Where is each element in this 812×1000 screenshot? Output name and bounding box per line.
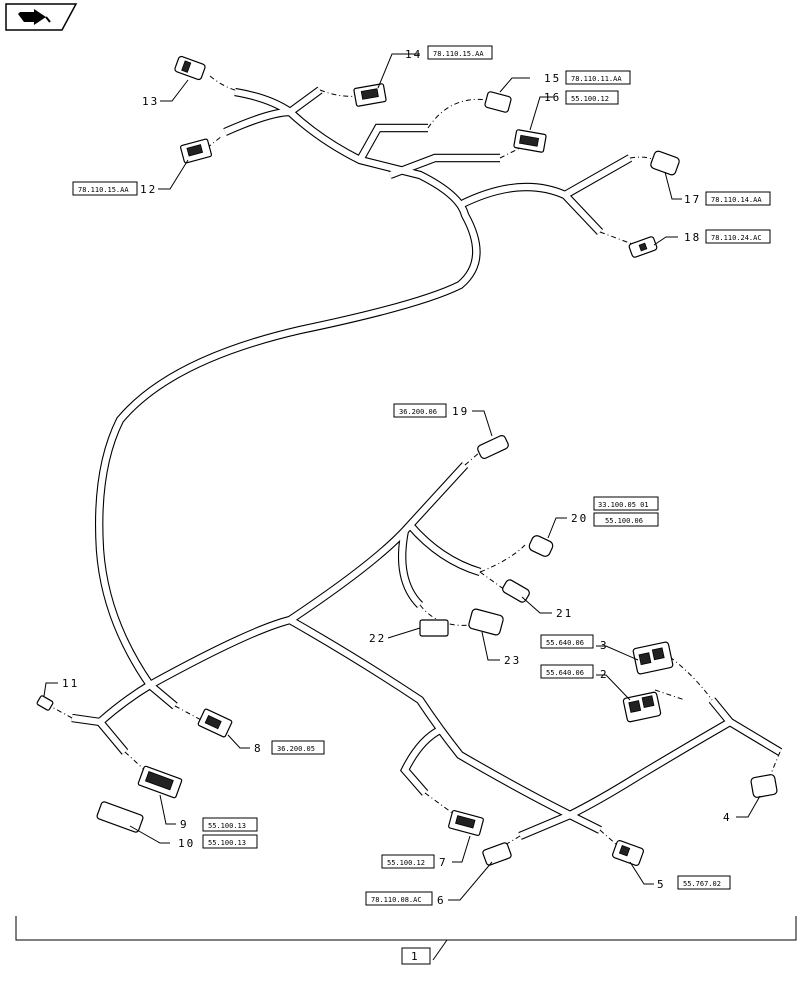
reference-label: 55.100.06 xyxy=(605,517,643,525)
callout-number: 7 xyxy=(439,856,448,869)
connector-14 xyxy=(353,83,387,107)
callout-number: 11 xyxy=(62,677,79,690)
connector-17 xyxy=(650,150,680,176)
callout-number: 22 xyxy=(369,632,386,645)
connector-13 xyxy=(174,55,206,81)
reference-label: 55.100.13 xyxy=(208,839,246,847)
reference-label: 78.110.24.AC xyxy=(711,234,762,242)
callout-15: 15 78.110.11.AA xyxy=(544,70,631,85)
callout-number: 15 xyxy=(544,72,561,85)
reference-label: 55.640.06 xyxy=(546,669,584,677)
callout-8: 8 36.200.05 xyxy=(254,740,325,755)
callout-number: 1 xyxy=(411,950,420,963)
connector-21 xyxy=(502,579,530,603)
callout-number: 21 xyxy=(556,607,573,620)
connector-12 xyxy=(179,138,213,164)
callout-number: 17 xyxy=(684,193,701,206)
connector-4 xyxy=(750,774,778,798)
connector-5 xyxy=(612,839,644,867)
reference-label: 36.200.05 xyxy=(277,745,315,753)
connector-7 xyxy=(448,810,484,836)
callout-3: 3 55.640.06 xyxy=(540,634,609,652)
reference-label: 78.110.14.AA xyxy=(711,196,762,204)
callout-5: 5 55.767.02 xyxy=(657,875,731,891)
reference-label: 55.100.12 xyxy=(387,859,425,867)
callout-18: 18 78.110.24.AC xyxy=(684,229,771,244)
reference-label: 33.100.05 01 xyxy=(598,501,649,509)
reference-label: 78.110.11.AA xyxy=(571,75,622,83)
callout-number: 9 xyxy=(180,818,189,831)
harness-trunk xyxy=(71,86,783,840)
connector-23 xyxy=(468,608,504,636)
callout-14: 14 78.110.15.AA xyxy=(405,45,493,61)
connector-9 xyxy=(137,765,183,799)
callout-11: 11 xyxy=(62,677,79,690)
callout-number: 2 xyxy=(600,668,609,681)
callout-number: 12 xyxy=(140,183,157,196)
callout-9: 9 55.100.13 xyxy=(180,817,258,832)
reference-label: 78.110.15.AA xyxy=(78,186,129,194)
callout-6: 6 78.110.08.AC xyxy=(365,891,446,907)
callout-number: 4 xyxy=(723,811,732,824)
connector-20 xyxy=(528,535,554,557)
connector-15 xyxy=(484,91,512,113)
callout-17: 17 78.110.14.AA xyxy=(684,191,771,206)
connector-2 xyxy=(622,691,662,723)
callout-number: 20 xyxy=(571,512,588,525)
callout-12: 12 78.110.15.AA xyxy=(72,181,157,196)
reference-label: 55.100.13 xyxy=(208,822,246,830)
callout-1: 1 xyxy=(401,947,431,965)
callout-23: 23 xyxy=(504,654,521,667)
callout-13: 13 xyxy=(142,95,159,108)
assembly-bracket xyxy=(15,916,797,961)
reference-label: 78.110.08.AC xyxy=(371,896,422,904)
back-arrow-icon[interactable] xyxy=(5,3,78,31)
callout-20: 20 33.100.05 01 55.100.06 xyxy=(571,496,659,527)
callout-number: 16 xyxy=(544,91,561,104)
callout-number: 18 xyxy=(684,231,701,244)
callout-16: 16 55.100.12 xyxy=(544,90,619,105)
reference-label: 55.640.06 xyxy=(546,639,584,647)
callout-number: 6 xyxy=(437,894,446,907)
connector-3 xyxy=(632,641,674,675)
connector-8 xyxy=(197,708,233,738)
callout-number: 8 xyxy=(254,742,263,755)
callout-number: 10 xyxy=(178,837,195,850)
callout-2: 2 55.640.06 xyxy=(540,664,609,681)
connector-19 xyxy=(477,435,509,459)
callout-10: 10 55.100.13 xyxy=(178,834,258,850)
connector-16 xyxy=(513,129,547,153)
connector-22 xyxy=(419,619,449,637)
connector-6 xyxy=(482,842,512,866)
leader-lines xyxy=(43,53,761,901)
reference-label: 78.110.15.AA xyxy=(433,50,484,58)
callout-21: 21 xyxy=(556,607,573,620)
callout-4: 4 xyxy=(723,811,732,824)
connector-11 xyxy=(36,695,54,711)
connector-18 xyxy=(628,236,658,258)
callout-number: 23 xyxy=(504,654,521,667)
connector-10 xyxy=(96,801,144,833)
callout-7: 7 55.100.12 xyxy=(381,854,448,869)
reference-label: 36.200.06 xyxy=(399,408,437,416)
callout-layer: 1 2 55.640.06 3 55.640.06 4 5 55.767.02 … xyxy=(62,45,771,965)
callout-number: 19 xyxy=(452,405,469,418)
reference-label: 55.767.02 xyxy=(683,880,721,888)
callout-number: 13 xyxy=(142,95,159,108)
callout-number: 3 xyxy=(600,639,609,652)
callout-19: 19 36.200.06 xyxy=(393,403,469,418)
callout-22: 22 xyxy=(369,632,386,645)
callout-number: 14 xyxy=(405,48,422,61)
reference-label: 55.100.12 xyxy=(571,95,609,103)
callout-number: 5 xyxy=(657,878,666,891)
